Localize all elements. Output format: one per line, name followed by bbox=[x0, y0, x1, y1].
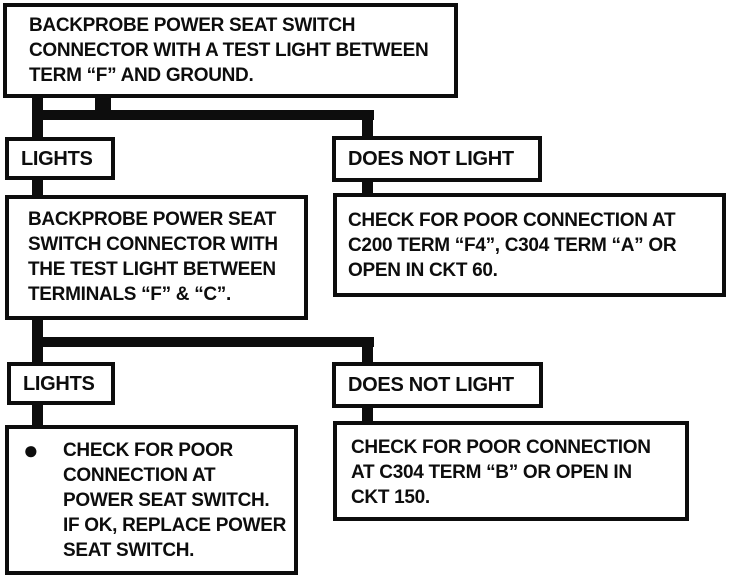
does-not-light-label-box-1: DOES NOT LIGHT bbox=[332, 136, 542, 182]
text-line: CONNECTOR WITH A TEST LIGHT BETWEEN bbox=[29, 40, 429, 61]
lights-action-box-2: ● CHECK FOR POOR CONNECTION AT POWER SEA… bbox=[5, 425, 298, 575]
bulleted-instruction: ● CHECK FOR POOR CONNECTION AT POWER SEA… bbox=[23, 435, 292, 563]
does-not-light-action-box-1: CHECK FOR POOR CONNECTION AT C200 TERM “… bbox=[333, 193, 726, 297]
text-line: BACKPROBE POWER SEAT bbox=[28, 209, 277, 230]
does-not-light-action-box-2: CHECK FOR POOR CONNECTION AT C304 TERM “… bbox=[333, 421, 689, 521]
connector-dnl2-to-action bbox=[362, 403, 373, 424]
connector-branch1-right-drop bbox=[362, 110, 373, 140]
text-line: THE TEST LIGHT BETWEEN bbox=[28, 259, 276, 280]
lights-label: LIGHTS bbox=[21, 147, 93, 170]
text-line: SWITCH CONNECTOR WITH bbox=[28, 234, 278, 255]
connector-lights2-to-action bbox=[32, 400, 43, 428]
lights-label: LIGHTS bbox=[23, 372, 95, 395]
bullet-icon: ● bbox=[23, 435, 39, 465]
start-instruction-box: BACKPROBE POWER SEAT SWITCH CONNECTOR WI… bbox=[3, 3, 458, 98]
text-line: TERM “F” AND GROUND. bbox=[29, 65, 254, 86]
text-line: OPEN IN CKT 60. bbox=[348, 260, 498, 281]
text-line: IF OK, REPLACE POWER bbox=[63, 515, 287, 536]
text-line: BACKPROBE POWER SEAT SWITCH bbox=[29, 15, 356, 36]
text-line: CKT 150. bbox=[351, 487, 430, 508]
text-line: CHECK FOR POOR CONNECTION AT bbox=[348, 210, 676, 231]
text-line: CONNECTION AT bbox=[63, 465, 216, 486]
lights-label-box-1: LIGHTS bbox=[5, 137, 115, 180]
text-line: POWER SEAT SWITCH. bbox=[63, 490, 270, 511]
text-line: CHECK FOR POOR CONNECTION bbox=[351, 437, 651, 458]
text-line: TERMINALS “F” & “C”. bbox=[28, 284, 231, 305]
connector-branch2-right-drop bbox=[362, 337, 373, 366]
lights-action-box-1: BACKPROBE POWER SEAT SWITCH CONNECTOR WI… bbox=[5, 195, 308, 320]
text-line: C200 TERM “F4”, C304 TERM “A” OR bbox=[348, 235, 677, 256]
does-not-light-label: DOES NOT LIGHT bbox=[348, 374, 514, 396]
bulleted-text: CHECK FOR POOR CONNECTION AT POWER SEAT … bbox=[63, 438, 286, 563]
text-line: CHECK FOR POOR bbox=[63, 440, 233, 461]
connector-branch2-horizontal bbox=[32, 337, 374, 347]
connector-lights1-to-action bbox=[32, 176, 43, 198]
text-line: AT C304 TERM “B” OR OPEN IN bbox=[351, 462, 632, 483]
connector-branch1-horizontal bbox=[32, 110, 374, 120]
lights-label-box-2: LIGHTS bbox=[7, 362, 115, 405]
connector-dnl1-to-action bbox=[362, 178, 373, 196]
does-not-light-label-box-2: DOES NOT LIGHT bbox=[332, 362, 543, 408]
text-line: SEAT SWITCH. bbox=[63, 540, 195, 561]
does-not-light-label: DOES NOT LIGHT bbox=[348, 148, 514, 170]
